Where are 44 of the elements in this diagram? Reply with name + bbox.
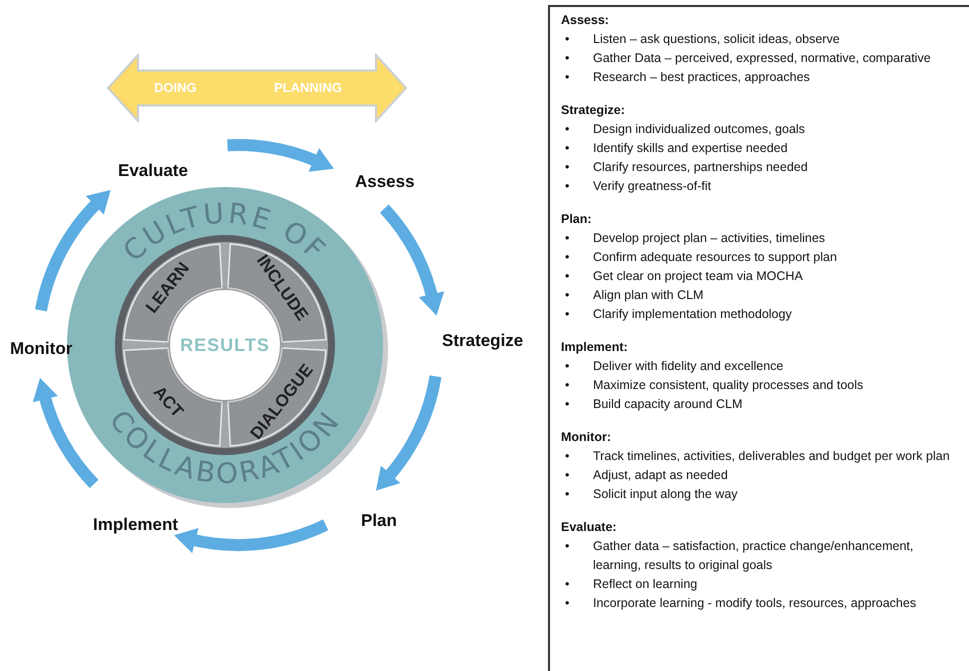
curved-arrow xyxy=(33,378,99,488)
bullet-item: • Maximize consistent, quality processes and tools xyxy=(565,377,864,394)
stage-label: Plan xyxy=(361,511,397,531)
section-heading: Strategize: xyxy=(561,102,625,119)
section-heading: Evaluate: xyxy=(561,519,617,536)
curved-arrow xyxy=(227,139,334,172)
arrow-label: PLANNING xyxy=(274,79,342,97)
curved-arrow xyxy=(174,519,328,553)
bullet-item: • Get clear on project team via MOCHA xyxy=(565,268,804,285)
section-heading: Assess: xyxy=(561,12,609,29)
arrow-label: DOING xyxy=(154,79,197,97)
bullet-item: • Deliver with fidelity and excellence xyxy=(565,358,784,375)
bullet-item: • Track timelines, activities, deliverables and budget per work plan xyxy=(565,448,951,465)
bullet-item: • Align plan with CLM xyxy=(565,287,704,304)
center-label: RESULTS xyxy=(180,334,270,356)
stage-label: Assess xyxy=(355,172,415,192)
text-panel xyxy=(548,5,969,671)
curved-arrow xyxy=(380,204,444,316)
bullet-item: • Listen – ask questions, solicit ideas, observe xyxy=(565,31,841,48)
bullet-item: • Confirm adequate resources to support plan xyxy=(565,249,838,266)
bullet-item: • Gather Data – perceived, expressed, normative, comparative xyxy=(565,50,932,67)
section-heading: Monitor: xyxy=(561,429,611,446)
bullet-item: • Gather data – satisfaction, practice change/enhancement, learning, results to original goals xyxy=(565,538,914,574)
bullet-item: • Reflect on learning xyxy=(565,576,698,593)
stage-label: Monitor xyxy=(10,339,72,359)
curved-arrow xyxy=(35,189,110,312)
bullet-item: • Build capacity around CLM xyxy=(565,396,744,413)
bullet-item: • Identify skills and expertise needed xyxy=(565,140,789,157)
bullet-item: • Solicit input along the way xyxy=(565,486,739,503)
section-heading: Implement: xyxy=(561,339,628,356)
bullet-item: • Incorporate learning - modify tools, resources, approaches xyxy=(565,595,918,612)
section-heading: Plan: xyxy=(561,211,592,228)
bullet-item: • Verify greatness-of-fit xyxy=(565,178,712,195)
bullet-item: • Research – best practices, approaches xyxy=(565,69,811,86)
double-arrow xyxy=(106,53,408,123)
bullet-item: • Clarify resources, partnerships needed xyxy=(565,159,809,176)
stage-label: Strategize xyxy=(442,331,524,351)
bullet-item: • Adjust, adapt as needed xyxy=(565,467,729,484)
stage-label: Implement xyxy=(93,515,178,535)
bullet-item: • Clarify implementation methodology xyxy=(565,306,793,323)
bullet-item: • Design individualized outcomes, goals xyxy=(565,121,806,138)
curved-arrow xyxy=(376,375,442,492)
bullet-item: • Develop project plan – activities, timelines xyxy=(565,230,826,247)
stage-label: Evaluate xyxy=(118,161,188,181)
